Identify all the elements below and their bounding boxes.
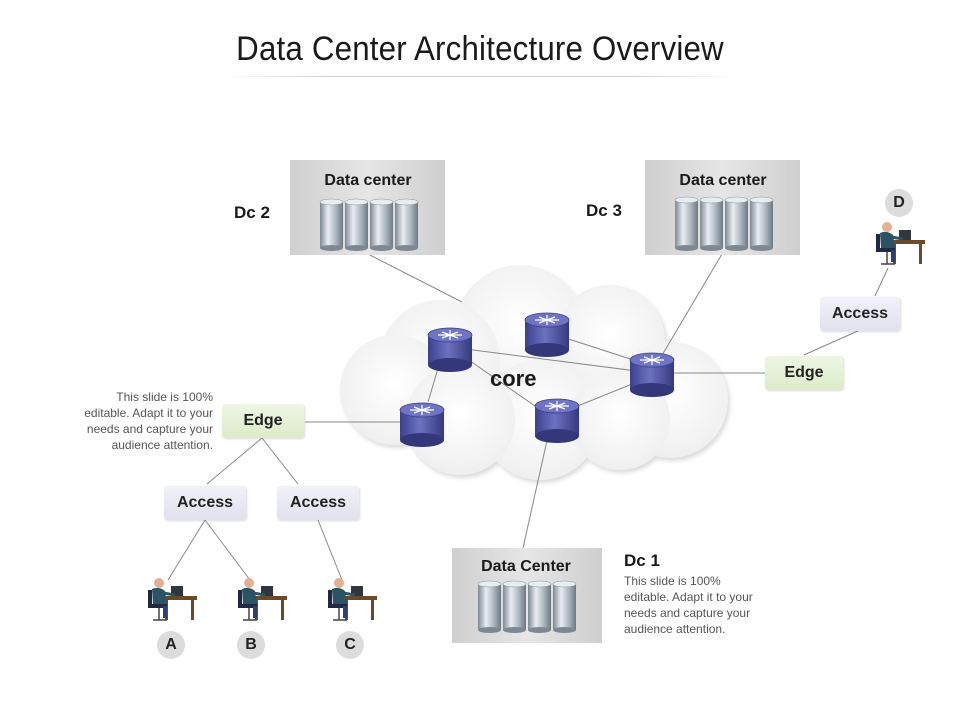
note-dc1: This slide is 100% editable. Adapt it to… bbox=[624, 573, 753, 637]
datacenter-box-dc1 bbox=[452, 548, 602, 643]
router-icon bbox=[399, 402, 445, 447]
core-label: core bbox=[490, 366, 537, 391]
router-icon bbox=[427, 327, 473, 372]
note-dc1-line: This slide is 100% bbox=[624, 574, 721, 588]
note-left-line: editable. Adapt it to your bbox=[84, 406, 213, 420]
dc3-label: Dc 3 bbox=[586, 201, 622, 220]
connection-lines bbox=[167, 253, 889, 581]
storage-cylinders-icon bbox=[674, 196, 774, 251]
dc2-label: Dc 2 bbox=[234, 203, 270, 222]
page-title: Data Center Architecture Overview bbox=[236, 30, 724, 68]
storage-cylinders-icon bbox=[319, 198, 419, 251]
user-badge-b: B bbox=[237, 631, 265, 659]
user-badge-d: D bbox=[885, 189, 913, 217]
edge-node-right: Edge bbox=[765, 356, 843, 390]
edge-node-left: Edge bbox=[222, 404, 304, 438]
note-dc1-line: editable. Adapt it to your bbox=[624, 590, 753, 604]
datacenter-box-dc2 bbox=[290, 160, 445, 255]
note-dc1-line: needs and capture your bbox=[624, 606, 751, 620]
access-node-d: Access bbox=[820, 297, 900, 331]
router-icon bbox=[524, 312, 570, 357]
note-dc1-line: audience attention. bbox=[624, 622, 726, 636]
user-at-desk-icon bbox=[148, 578, 197, 621]
note-left-line: audience attention. bbox=[111, 438, 213, 452]
dc1-box-title: Data Center bbox=[481, 558, 571, 575]
title-divider bbox=[225, 76, 735, 77]
dc2-box-title: Data center bbox=[324, 172, 412, 189]
dc3-box-title: Data center bbox=[679, 172, 767, 189]
access-node-c: Access bbox=[277, 486, 359, 520]
user-at-desk-icon bbox=[876, 222, 925, 265]
router-icon bbox=[534, 398, 580, 443]
dc1-label: Dc 1 bbox=[624, 551, 660, 570]
user-at-desk-icon bbox=[238, 578, 287, 621]
user-at-desk-icon bbox=[328, 578, 377, 621]
datacenter-box-dc3 bbox=[645, 160, 800, 255]
storage-cylinders-icon bbox=[477, 580, 577, 633]
access-node-a: Access bbox=[164, 486, 246, 520]
user-badge-a: A bbox=[157, 631, 185, 659]
note-left: This slide is 100% editable. Adapt it to… bbox=[40, 389, 213, 453]
user-badge-c: C bbox=[336, 631, 364, 659]
note-left-line: This slide is 100% bbox=[116, 390, 213, 404]
router-icon bbox=[629, 352, 675, 397]
note-left-line: needs and capture your bbox=[86, 422, 213, 436]
